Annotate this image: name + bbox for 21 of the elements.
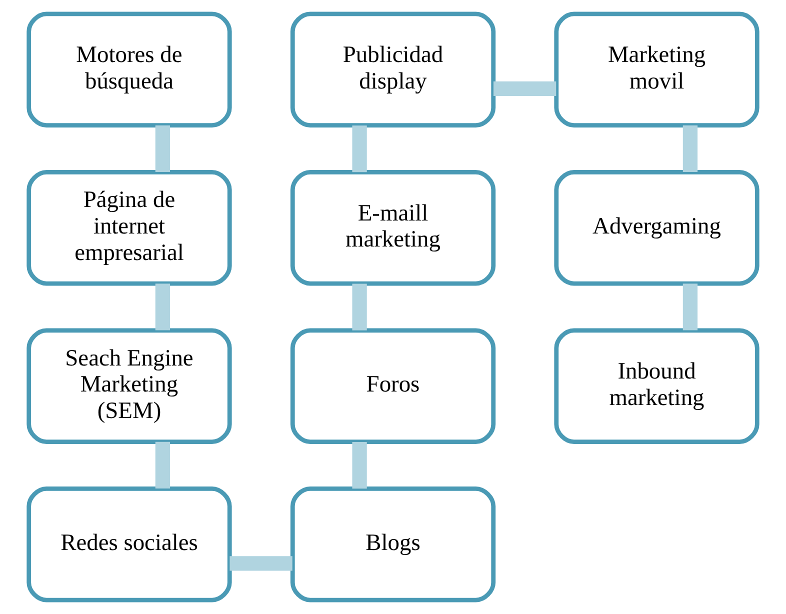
connector bbox=[230, 556, 292, 571]
node-box: Advergaming bbox=[554, 170, 760, 286]
connector bbox=[352, 125, 367, 172]
node-box: Marketing movil bbox=[554, 12, 760, 128]
node-box: Seach Engine Marketing (SEM) bbox=[26, 328, 232, 444]
node-box: Blogs bbox=[290, 486, 496, 602]
node-box: Inbound marketing bbox=[554, 328, 760, 444]
node-box: E-maill marketing bbox=[290, 170, 496, 286]
connector bbox=[155, 442, 170, 489]
connector bbox=[682, 125, 698, 172]
node-box: Publicidad display bbox=[290, 12, 496, 128]
node-box: Foros bbox=[290, 328, 496, 444]
connector bbox=[682, 284, 698, 330]
connector bbox=[155, 125, 170, 172]
node-box: Página de internet empresarial bbox=[26, 170, 232, 286]
connector bbox=[352, 442, 367, 489]
node-box: Redes sociales bbox=[26, 486, 232, 602]
connector bbox=[352, 284, 367, 330]
connector bbox=[493, 81, 556, 96]
node-box: Motores de búsqueda bbox=[26, 12, 232, 128]
connector bbox=[155, 284, 170, 330]
